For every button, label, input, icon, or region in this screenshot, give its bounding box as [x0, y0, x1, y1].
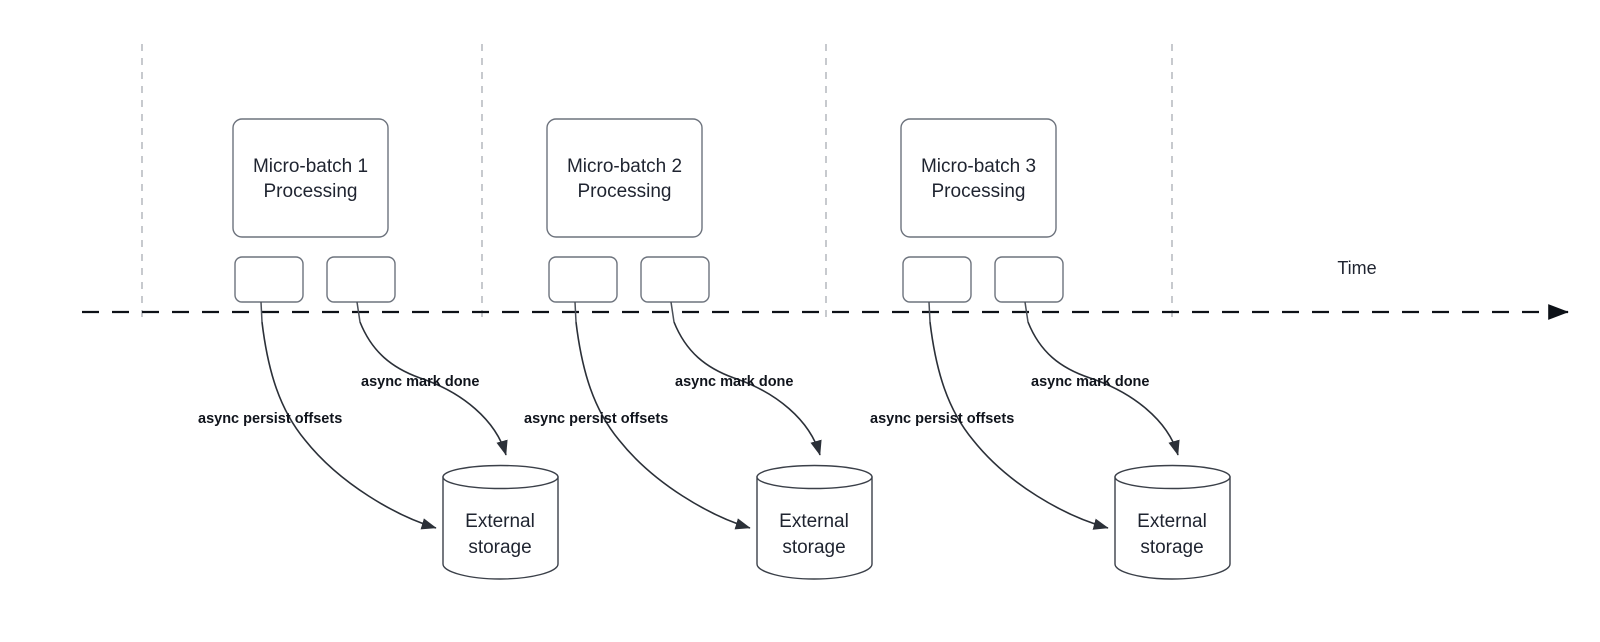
group-2-persist-offsets-label: async persist offsets — [524, 411, 668, 427]
group-3-mark-done-arrow — [1027, 321, 1180, 456]
batch-boundary-lines — [141, 44, 1173, 320]
group-2-task-2-stem — [670, 301, 675, 323]
micro-batch-2-label-line1: Micro-batch 2 — [567, 156, 682, 177]
group-2-storage-label-line1: External — [779, 511, 849, 532]
group-3-storage-label-line2: storage — [1140, 537, 1203, 558]
micro-batch-3-processing-box[interactable] — [900, 118, 1057, 238]
group-2-external-storage-cylinder[interactable] — [756, 464, 873, 580]
group-3-persist-offsets-arrow — [929, 321, 1109, 530]
group-2-mark-done-arrow — [673, 321, 822, 456]
group-2-storage-label-line2: storage — [782, 537, 845, 558]
group-1-storage-label-line2: storage — [468, 537, 531, 558]
micro-batch-2-processing-box[interactable] — [546, 118, 703, 238]
group-1-task-box-1[interactable] — [234, 256, 304, 303]
micro-batch-2-label-line2: Processing — [578, 181, 672, 202]
group-3-task-box-2[interactable] — [994, 256, 1064, 303]
micro-batch-1-label-line2: Processing — [264, 181, 358, 202]
micro-batch-3-label-line1: Micro-batch 3 — [921, 156, 1036, 177]
group-1-storage-label-line1: External — [465, 511, 535, 532]
group-2-persist-offsets-arrow — [575, 321, 751, 530]
group-1-task-box-2[interactable] — [326, 256, 396, 303]
time-axis-label: Time — [1337, 258, 1376, 278]
time-axis: Time — [82, 258, 1569, 320]
group-1-mark-done-arrow — [359, 321, 508, 456]
group-1-task-1-stem — [260, 301, 263, 323]
group-2-task-1-stem — [574, 301, 577, 323]
group-2-mark-done-label: async mark done — [675, 374, 793, 390]
group-2-task-box-1[interactable] — [548, 256, 618, 303]
group-3-task-2-stem — [1024, 301, 1029, 323]
group-1: Micro-batch 1 Processing async persist o… — [198, 118, 559, 580]
group-3: Micro-batch 3 Processing async persist o… — [870, 118, 1231, 580]
group-1-external-storage-cylinder[interactable] — [442, 464, 559, 580]
group-3-task-1-stem — [928, 301, 931, 323]
micro-batch-1-processing-box[interactable] — [232, 118, 389, 238]
group-1-task-2-stem — [356, 301, 361, 323]
micro-batch-1-label-line1: Micro-batch 1 — [253, 156, 368, 177]
group-1-persist-offsets-arrow — [261, 321, 437, 530]
group-2-task-box-2[interactable] — [640, 256, 710, 303]
group-2: Micro-batch 2 Processing async persist o… — [524, 118, 873, 580]
micro-batch-3-label-line2: Processing — [932, 181, 1026, 202]
group-1-mark-done-label: async mark done — [361, 374, 479, 390]
group-3-task-box-1[interactable] — [902, 256, 972, 303]
group-3-persist-offsets-label: async persist offsets — [870, 411, 1014, 427]
group-3-external-storage-cylinder[interactable] — [1114, 464, 1231, 580]
group-1-persist-offsets-label: async persist offsets — [198, 411, 342, 427]
group-3-mark-done-label: async mark done — [1031, 374, 1149, 390]
group-3-storage-label-line1: External — [1137, 511, 1207, 532]
